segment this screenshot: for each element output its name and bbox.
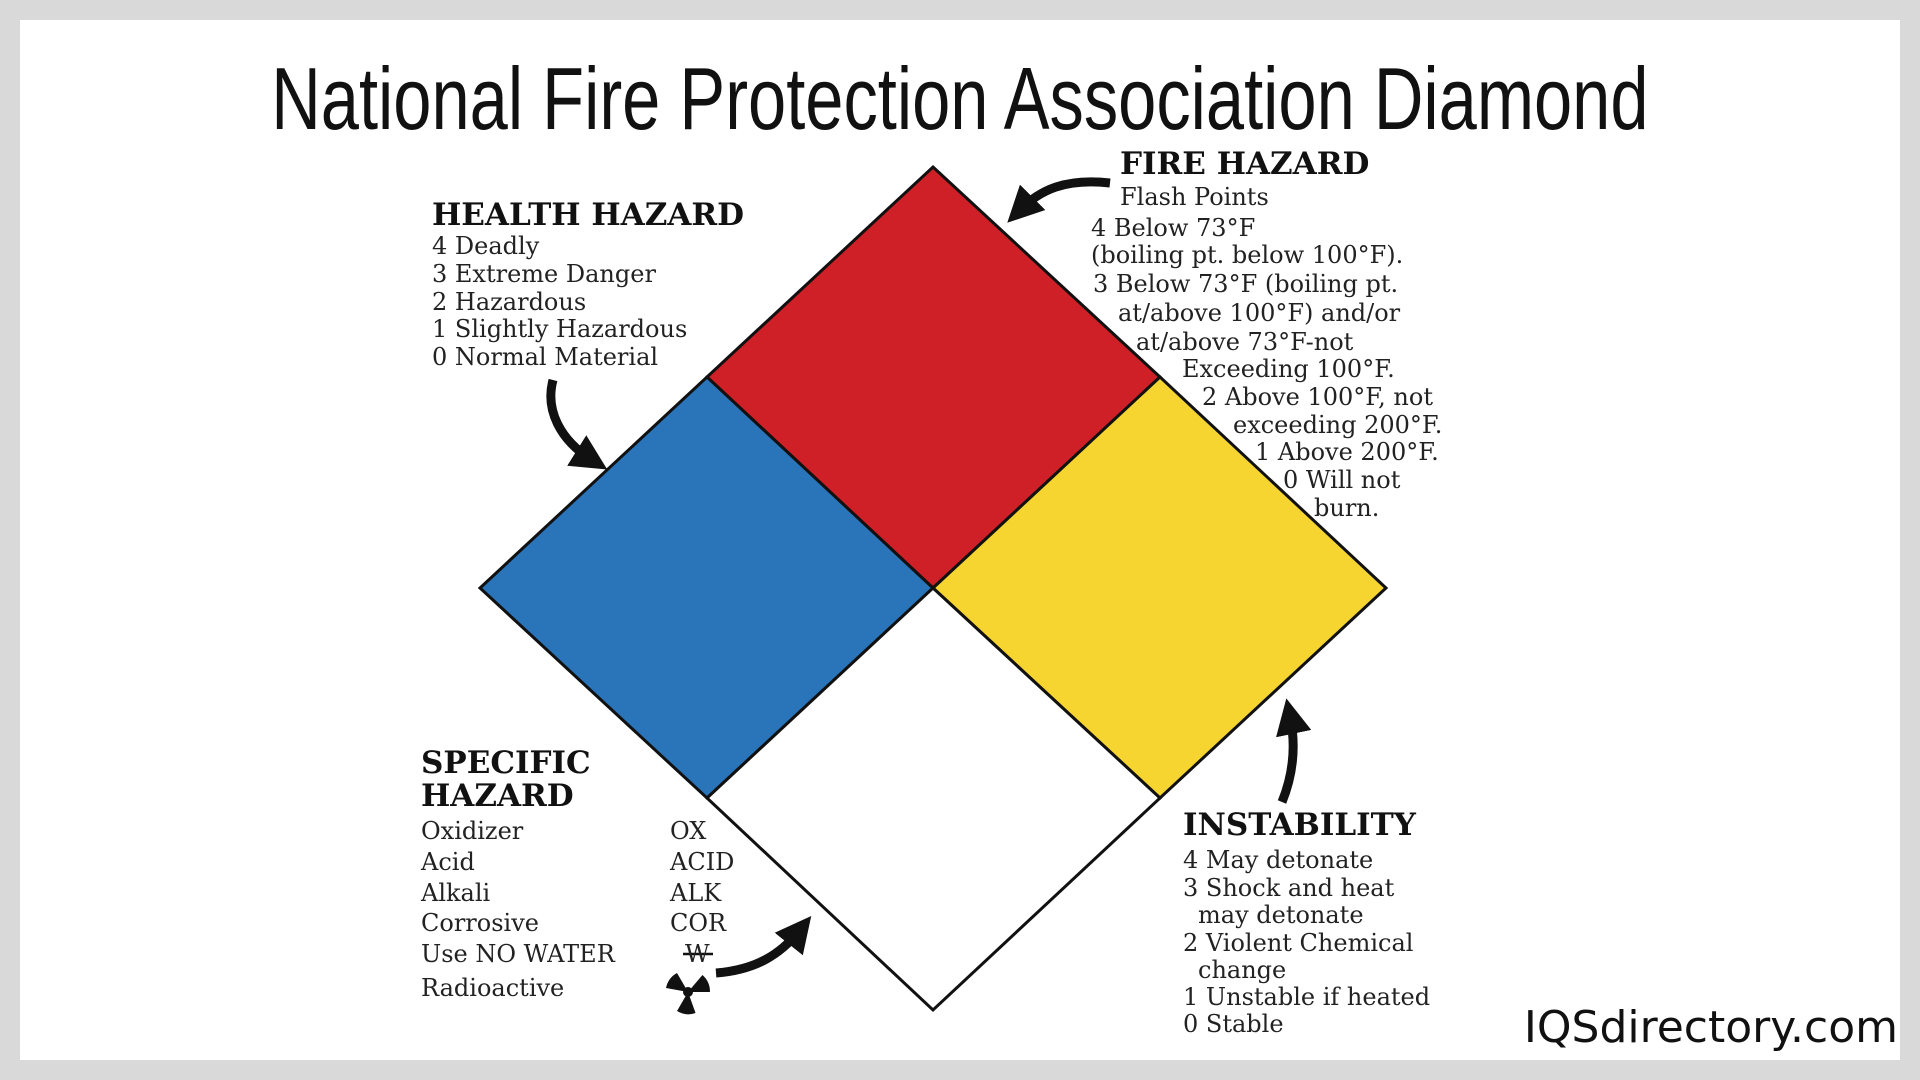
specific-arrow-icon: [715, 915, 812, 978]
fire-line: Exceeding 100°F.: [1182, 355, 1395, 383]
instability-line: change: [1198, 956, 1287, 984]
fire-line: burn.: [1314, 494, 1380, 522]
fire-line: exceeding 200°F.: [1233, 411, 1443, 439]
specific-item-name: Oxidizer: [421, 817, 524, 845]
health-line: 0 Normal Material: [432, 343, 659, 371]
page-title: National Fire Protection Association Dia…: [0, 48, 1920, 150]
instability-line: 3 Shock and heat: [1183, 874, 1395, 902]
specific-item-code: COR: [670, 909, 727, 937]
fire-line: 4 Below 73°F: [1091, 214, 1256, 242]
health-line: 2 Hazardous: [432, 288, 587, 316]
specific-item-code: ACID: [670, 848, 735, 876]
instability-line: 0 Stable: [1183, 1010, 1284, 1038]
radioactive-icon: [666, 973, 710, 1015]
health-arrow-icon: [546, 378, 608, 470]
specific-item-name: Corrosive: [421, 909, 539, 937]
specific-heading: SPECIFIC: [421, 745, 591, 781]
instability-line: 1 Unstable if heated: [1183, 983, 1431, 1011]
fire-line: at/above 100°F) and/or: [1118, 299, 1401, 327]
specific-item-code: ALK: [670, 879, 722, 907]
specific-quadrant: [704, 585, 1163, 1013]
health-line: 4 Deadly: [432, 232, 540, 260]
instability-arrow-icon: [1276, 698, 1312, 804]
specific-item-name: Radioactive: [421, 974, 565, 1002]
specific-heading: HAZARD: [421, 778, 574, 814]
fire-line: (boiling pt. below 100°F).: [1091, 241, 1404, 269]
fire-arrow-icon: [1007, 177, 1111, 223]
fire-line: at/above 73°F-not: [1136, 328, 1354, 356]
fire-line: Flash Points: [1120, 183, 1269, 211]
instability-line: 2 Violent Chemical: [1183, 929, 1414, 957]
fire-line: 0 Will not: [1283, 466, 1401, 494]
fire-line: 2 Above 100°F, not: [1202, 383, 1433, 411]
title-text: National Fire Protection Association Dia…: [271, 49, 1649, 148]
specific-item-code: OX: [670, 817, 707, 845]
health-heading: HEALTH HAZARD: [432, 197, 745, 233]
fire-line: 3 Below 73°F (boiling pt.: [1093, 270, 1399, 298]
instability-line: may detonate: [1198, 901, 1364, 929]
specific-item-code: W: [685, 940, 710, 968]
fire-heading: FIRE HAZARD: [1120, 146, 1370, 182]
specific-item-name: Acid: [421, 848, 475, 876]
fire-line: 1 Above 200°F.: [1255, 438, 1439, 466]
instability-line: 4 May detonate: [1183, 846, 1374, 874]
instability-heading: INSTABILITY: [1183, 807, 1416, 843]
health-line: 1 Slightly Hazardous: [432, 315, 688, 343]
specific-item-name: Alkali: [421, 879, 491, 907]
health-line: 3 Extreme Danger: [432, 260, 656, 288]
brand-logo[interactable]: IQSdirectory.com: [1523, 1002, 1898, 1053]
specific-item-name: Use NO WATER: [421, 940, 615, 968]
